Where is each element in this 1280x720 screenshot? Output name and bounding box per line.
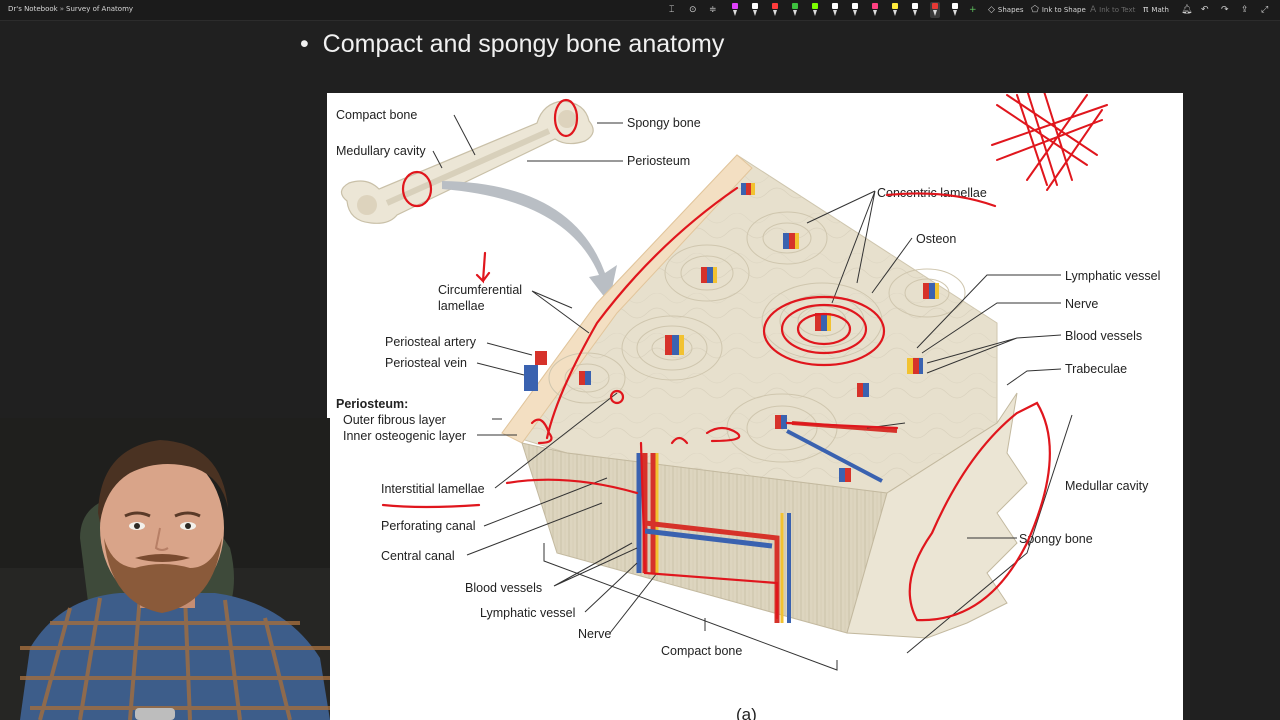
pen-5-icon[interactable]: [810, 2, 820, 18]
math-icon: π: [1143, 6, 1148, 15]
ink-arrow: [477, 253, 489, 281]
ink-underline-interstitial: [383, 505, 479, 507]
share-button[interactable]: ⇪: [1241, 2, 1249, 18]
bone-block: [502, 155, 1027, 638]
type-mode-button[interactable]: ⌶: [669, 2, 674, 18]
figure-caption: (a): [736, 705, 757, 720]
ink-to-shape-button[interactable]: ⬠Ink to Shape: [1031, 2, 1086, 18]
label-perforating-canal: Perforating canal: [381, 519, 476, 533]
label-blood-vessels-right: Blood vessels: [1065, 329, 1142, 343]
replay-button[interactable]: 🔔︎: [1181, 2, 1192, 18]
breadcrumb-notebook[interactable]: Dr's Notebook: [8, 5, 58, 13]
pen-3-icon[interactable]: [770, 2, 780, 18]
pen-6-icon[interactable]: [830, 2, 840, 18]
bullet-glyph: •: [300, 30, 309, 58]
label-periosteum-heading: Periosteum:: [336, 397, 408, 411]
math-label: Math: [1151, 6, 1169, 14]
label-periosteum: Periosteum: [627, 154, 690, 168]
add-space-icon: ≑: [709, 6, 717, 15]
pen-10-icon[interactable]: [910, 2, 920, 18]
label-blood-vessels-bottom: Blood vessels: [465, 581, 542, 595]
lasso-select-button[interactable]: ⊙: [689, 2, 697, 18]
pen-9-icon[interactable]: [890, 2, 900, 18]
label-medullary-cavity-top: Medullary cavity: [336, 144, 426, 158]
add-pen-button[interactable]: +: [969, 2, 977, 18]
label-compact-bone-top: Compact bone: [336, 108, 417, 122]
pen-11-icon[interactable]: [930, 2, 940, 18]
label-circumferential-2: lamellae: [438, 299, 485, 313]
label-nerve-right: Nerve: [1065, 297, 1098, 311]
breadcrumb-section[interactable]: Survey of Anatomy: [66, 5, 133, 13]
top-toolbar: Dr's Notebook»Survey of Anatomy ⌶ ⊙ ≑ + …: [0, 0, 1280, 21]
label-periosteal-artery: Periosteal artery: [385, 335, 477, 349]
slide-title: • Compact and spongy bone anatomy: [300, 30, 724, 59]
label-interstitial-lamellae: Interstitial lamellae: [381, 482, 485, 496]
label-osteon: Osteon: [916, 232, 956, 246]
undo-button[interactable]: ↶: [1201, 2, 1209, 18]
pen-1-icon[interactable]: [730, 2, 740, 18]
shapes-label: Shapes: [998, 6, 1024, 14]
shapes-button[interactable]: ◇Shapes: [988, 2, 1024, 18]
plus-icon: +: [969, 6, 977, 15]
label-lymphatic-vessel-right: Lymphatic vessel: [1065, 269, 1160, 283]
text-cursor-icon: ⌶: [669, 6, 674, 15]
pen-8-icon[interactable]: [870, 2, 880, 18]
label-compact-bone-bottom: Compact bone: [661, 644, 742, 658]
pen-12-icon[interactable]: [950, 2, 960, 18]
ink-to-text-icon: A: [1090, 6, 1096, 15]
share-icon: ⇪: [1241, 6, 1249, 15]
webcam-overlay: [0, 418, 330, 720]
slide-title-text: Compact and spongy bone anatomy: [323, 30, 725, 58]
redo-button[interactable]: ↷: [1221, 2, 1229, 18]
expand-icon: ⤢: [1261, 6, 1268, 15]
lasso-icon: ⊙: [689, 6, 697, 15]
ink-scribble-cross: [987, 93, 1117, 195]
undo-icon: ↶: [1201, 6, 1209, 15]
shapes-icon: ◇: [988, 6, 995, 15]
label-periosteal-vein: Periosteal vein: [385, 356, 467, 370]
label-lymphatic-vessel-bottom: Lymphatic vessel: [480, 606, 575, 620]
ink-to-shape-icon: ⬠: [1031, 6, 1039, 15]
label-circumferential-1: Circumferential: [438, 283, 522, 297]
label-outer-fibrous-layer: Outer fibrous layer: [343, 413, 446, 427]
label-trabeculae: Trabeculae: [1065, 362, 1127, 376]
label-inner-osteogenic-layer: Inner osteogenic layer: [343, 429, 466, 443]
breadcrumb-separator: »: [60, 5, 64, 13]
presenter-video: [0, 418, 330, 720]
ink-to-text-label: Ink to Text: [1099, 6, 1135, 14]
bell-icon: 🔔︎: [1181, 6, 1192, 15]
breadcrumb: Dr's Notebook»Survey of Anatomy: [8, 5, 133, 13]
redo-icon: ↷: [1221, 6, 1229, 15]
label-central-canal: Central canal: [381, 549, 455, 563]
pen-7-icon[interactable]: [850, 2, 860, 18]
label-spongy-bone-top: Spongy bone: [627, 116, 701, 130]
bone-anatomy-figure: Compact bone Spongy bone Medullary cavit…: [327, 93, 1183, 720]
expand-button[interactable]: ⤢: [1261, 2, 1268, 18]
pen-4-icon[interactable]: [790, 2, 800, 18]
pen-2-icon[interactable]: [750, 2, 760, 18]
add-space-button[interactable]: ≑: [709, 2, 717, 18]
ink-to-shape-label: Ink to Shape: [1042, 6, 1086, 14]
label-medullar-cavity: Medullar cavity: [1065, 479, 1149, 493]
label-nerve-bottom: Nerve: [578, 627, 611, 641]
